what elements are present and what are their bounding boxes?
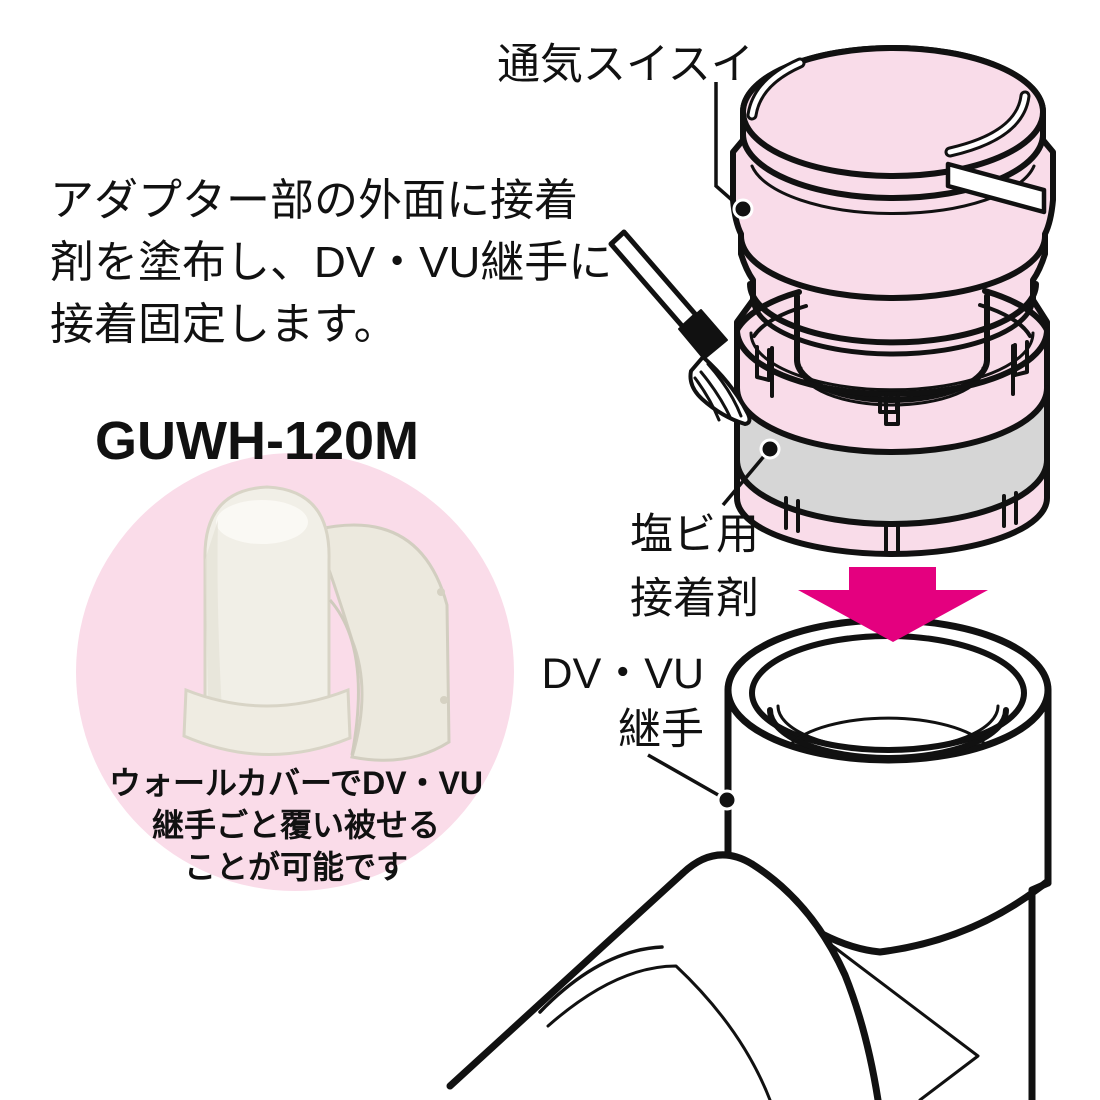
fitting-label-line-1: DV・VU — [541, 650, 704, 698]
leader-product-name — [714, 82, 743, 210]
leader-dot — [759, 438, 781, 460]
caption-line-1: ウォールカバーでDV・VU — [108, 765, 484, 801]
caption-line-2: 継手ごと覆い被せる — [151, 807, 440, 843]
leader-dot — [732, 198, 754, 220]
product-name-label: 通気スイスイ — [497, 41, 754, 89]
model-number-title: GUWH-120M — [95, 411, 420, 471]
leader-adhesive — [721, 447, 772, 507]
leader-dot — [716, 789, 738, 811]
caption-line-3: ことが可能です — [183, 849, 408, 885]
instruction-line-1: アダプター部の外面に接着 — [50, 176, 578, 225]
instruction-line-2: 剤を塗布し、DV・VU継手に — [50, 238, 613, 287]
adhesive-band — [734, 385, 1050, 527]
brush-icon — [608, 229, 752, 426]
vent-adapter-drawing — [730, 45, 1056, 557]
wall-cover-product-image — [182, 485, 451, 762]
leader-lines — [647, 82, 781, 811]
down-arrow-icon — [798, 567, 988, 642]
leader-fitting — [647, 753, 728, 802]
adhesive-label-line-2: 接着剤 — [630, 575, 759, 623]
wall-cover-callout — [76, 453, 514, 891]
instruction-line-3: 接着固定します。 — [50, 300, 398, 349]
wall-cover-caption: ウォールカバーでDV・VU 継手ごと覆い被せる ことが可能です — [78, 762, 514, 888]
instruction-text: アダプター部の外面に接着 剤を塗布し、DV・VU継手に 接着固定します。 — [50, 170, 630, 356]
fitting-label-line-2: 継手 — [618, 706, 704, 754]
adhesive-label: 塩ビ用 接着剤 — [630, 503, 759, 631]
fitting-label: DV・VU 継手 — [480, 646, 704, 758]
fitting-drawing — [446, 616, 1052, 1100]
adhesive-label-line-1: 塩ビ用 — [630, 511, 759, 559]
